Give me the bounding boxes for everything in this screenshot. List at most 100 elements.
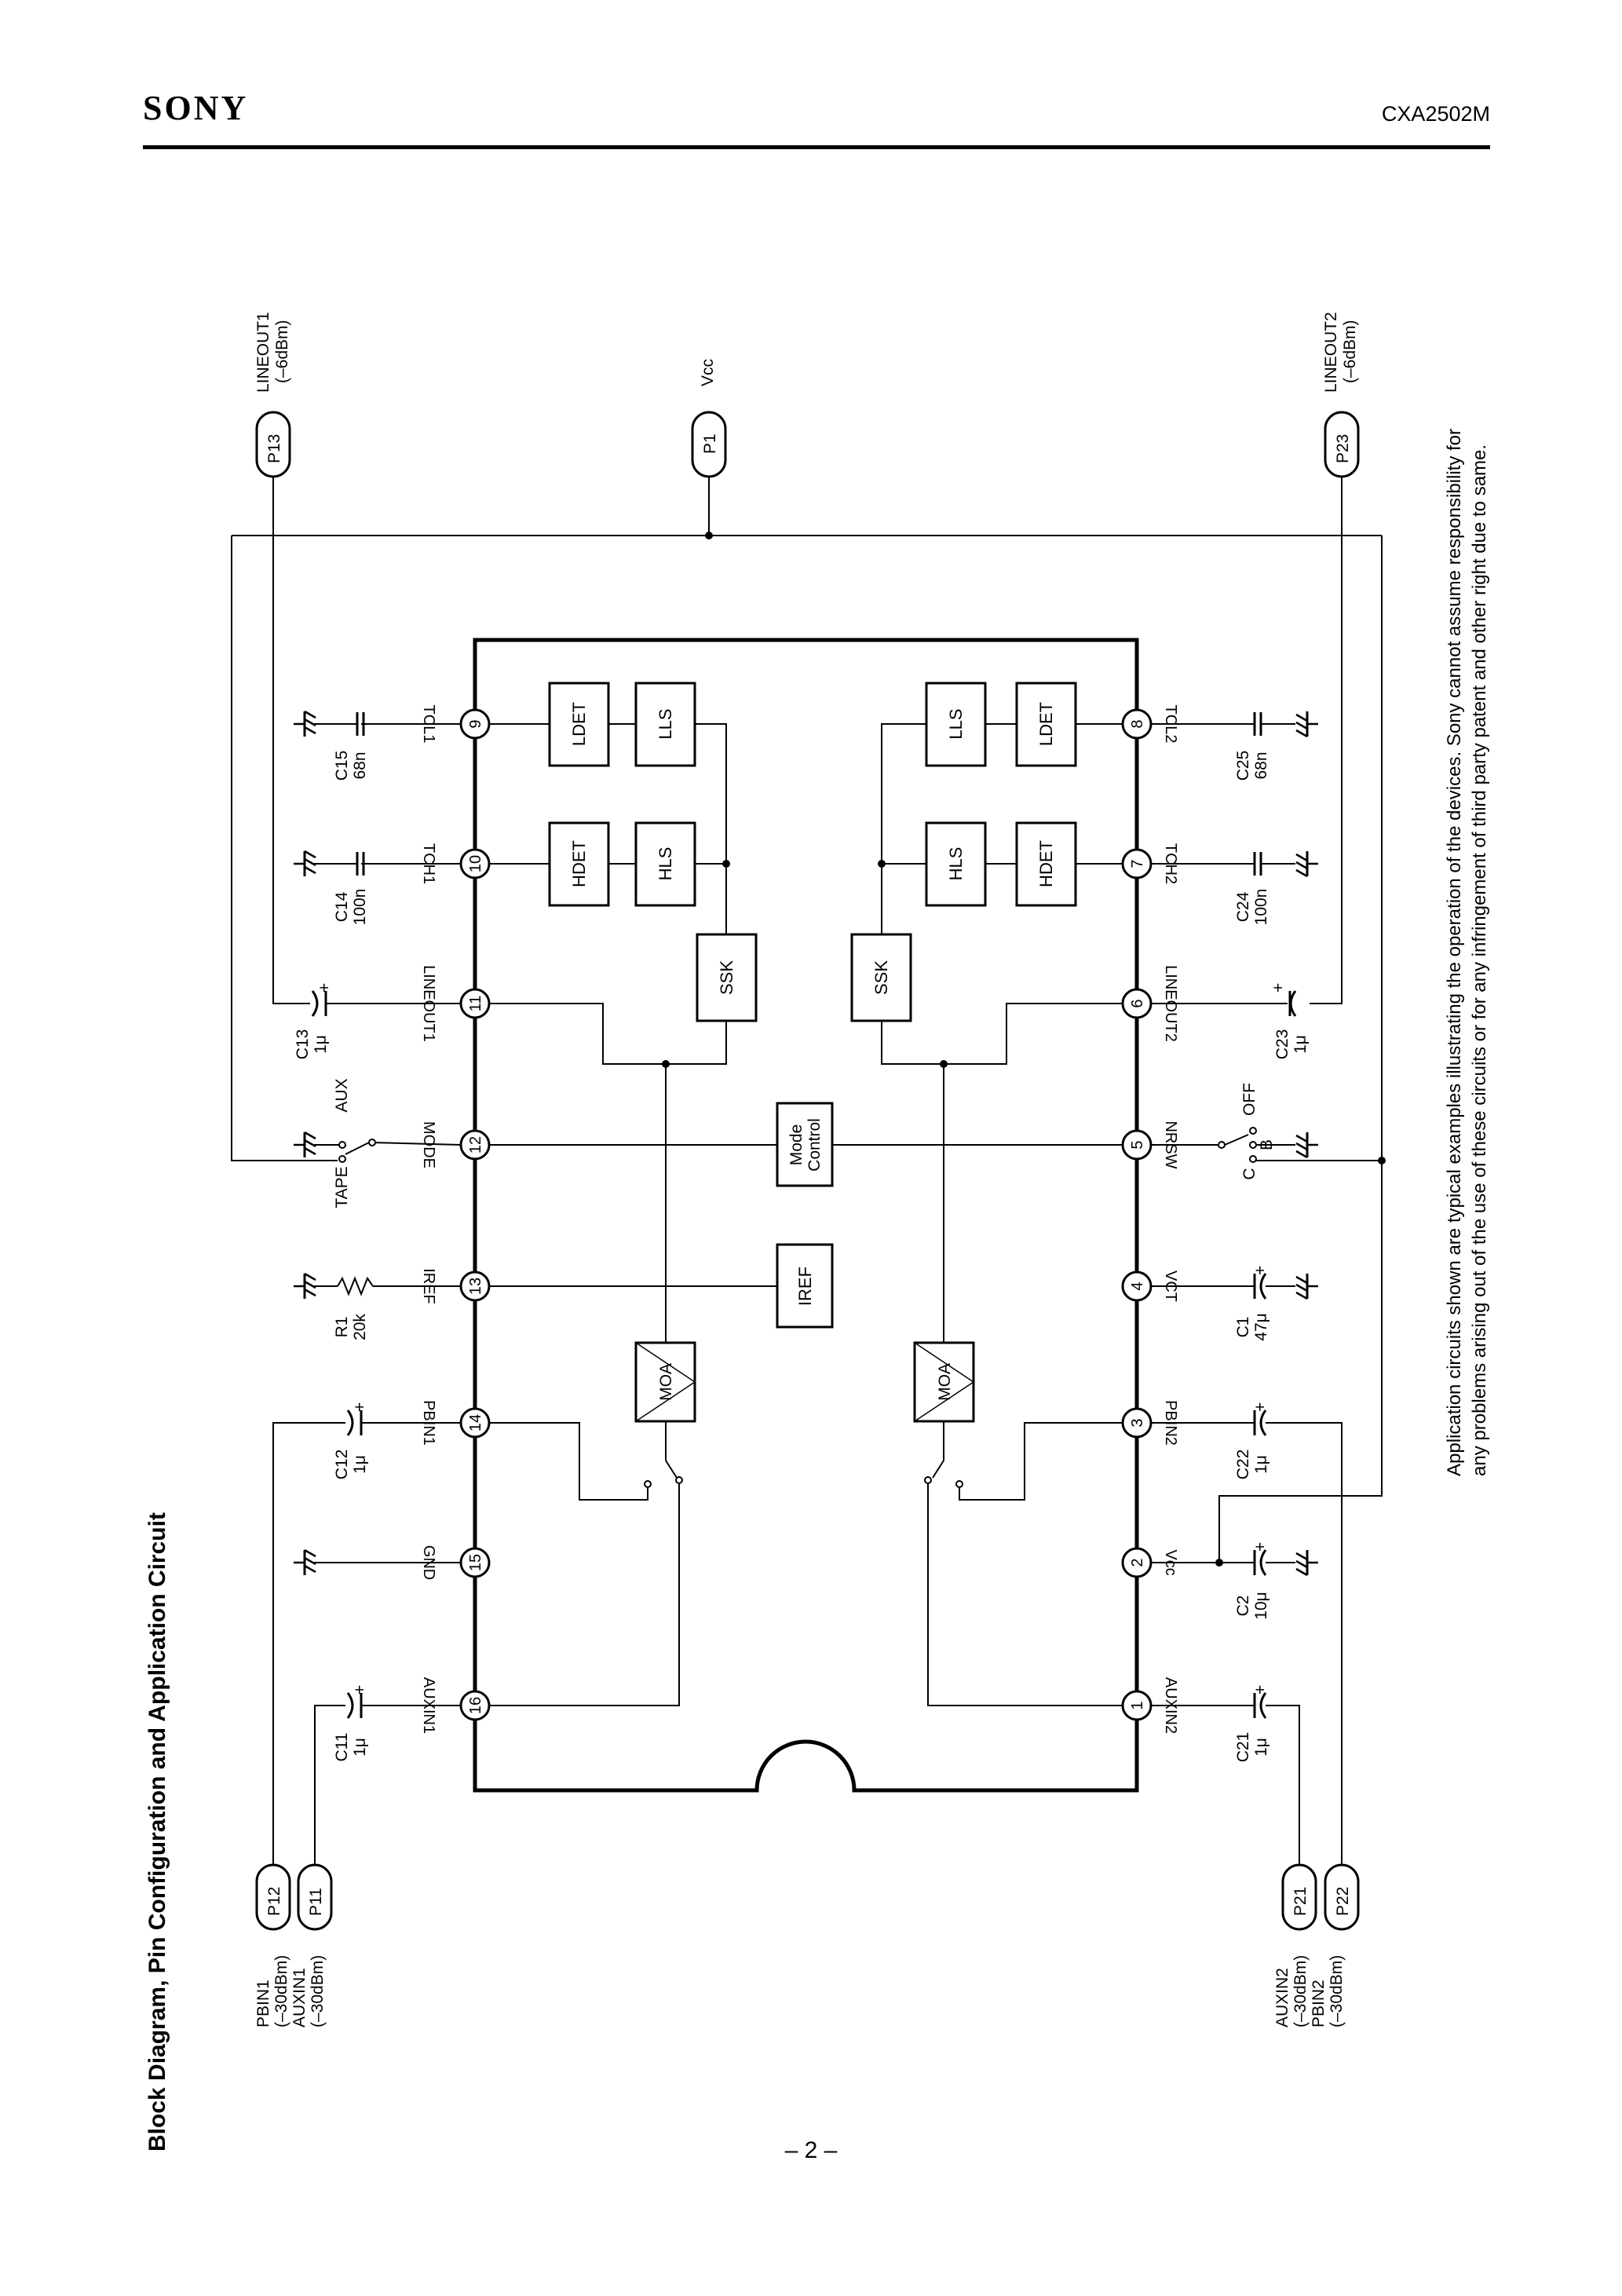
ic-package bbox=[473, 638, 1139, 1793]
label-auxin2: AUXIN2 bbox=[1273, 1968, 1291, 2027]
svg-text:P23: P23 bbox=[1334, 434, 1352, 463]
component-labels-right: C25 68n C24 100n C23 1μ C1 47μ C22 1μ C2… bbox=[1234, 751, 1310, 1763]
svg-text:Mode: Mode bbox=[787, 1124, 806, 1166]
svg-text:20k: 20k bbox=[351, 1314, 369, 1340]
svg-text:C23: C23 bbox=[1273, 1029, 1291, 1060]
svg-text:HLS: HLS bbox=[656, 847, 675, 881]
label-auxin2-level: (–30dBm) bbox=[1291, 1955, 1310, 2027]
svg-text:100n: 100n bbox=[351, 889, 369, 926]
svg-text:16: 16 bbox=[467, 1697, 484, 1714]
svg-text:C11: C11 bbox=[333, 1733, 351, 1762]
switch-moa-1 bbox=[644, 1460, 683, 1488]
label-auxin1-level: (–30dBm) bbox=[309, 1955, 327, 2027]
block-lls-1: LLS bbox=[634, 682, 696, 767]
svg-text:AUXIN1: AUXIN1 bbox=[420, 1677, 437, 1734]
svg-text:LDET: LDET bbox=[569, 702, 589, 746]
svg-text:9: 9 bbox=[467, 719, 484, 728]
svg-text:MODE: MODE bbox=[420, 1121, 437, 1168]
pin-11: 11 bbox=[459, 988, 491, 1019]
svg-text:C25: C25 bbox=[1234, 751, 1252, 781]
svg-text:11: 11 bbox=[467, 996, 484, 1012]
svg-text:4: 4 bbox=[1129, 1281, 1146, 1290]
pin-5: 5 bbox=[1121, 1129, 1153, 1161]
svg-text:1: 1 bbox=[1129, 1701, 1146, 1709]
svg-text:IREF: IREF bbox=[795, 1267, 815, 1306]
svg-text:TCH1: TCH1 bbox=[420, 843, 437, 884]
port-p13: P13 bbox=[255, 411, 291, 478]
svg-text:TCH2: TCH2 bbox=[1162, 843, 1179, 884]
block-ldet-1: LDET bbox=[548, 682, 610, 767]
svg-text:P22: P22 bbox=[1334, 1887, 1352, 1916]
svg-text:C13: C13 bbox=[294, 1029, 312, 1060]
pin-15: 15 bbox=[459, 1547, 491, 1578]
svg-text:P12: P12 bbox=[265, 1887, 283, 1916]
sony-logo: SONY bbox=[143, 89, 249, 127]
label-pbin2-level: (–30dBm) bbox=[1328, 1955, 1346, 2027]
block-hdet-2: HDET bbox=[1015, 821, 1077, 907]
block-moa-1: MOA bbox=[634, 1341, 696, 1423]
wires bbox=[231, 477, 1383, 1865]
svg-text:47μ: 47μ bbox=[1252, 1313, 1270, 1340]
pin-1: 1 bbox=[1121, 1690, 1153, 1721]
ground-icons-right bbox=[1295, 710, 1320, 1577]
svg-text:VCT: VCT bbox=[1162, 1270, 1179, 1302]
svg-text:IREF: IREF bbox=[420, 1268, 437, 1304]
pin-13: 13 bbox=[459, 1270, 491, 1302]
port-p1: P1 bbox=[691, 411, 727, 478]
pin-16: 16 bbox=[459, 1690, 491, 1721]
svg-text:P21: P21 bbox=[1291, 1887, 1310, 1916]
block-iref: IREF bbox=[776, 1243, 834, 1329]
svg-text:PBIN1: PBIN1 bbox=[420, 1400, 437, 1446]
svg-text:HDET: HDET bbox=[1036, 840, 1056, 887]
svg-text:SSK: SSK bbox=[871, 960, 891, 995]
pins-left: 9 10 11 12 13 14 15 16 bbox=[459, 708, 491, 1721]
svg-text:Vcc: Vcc bbox=[1162, 1549, 1179, 1575]
svg-text:6: 6 bbox=[1129, 999, 1146, 1007]
svg-text:C14: C14 bbox=[333, 891, 351, 922]
svg-text:15: 15 bbox=[467, 1554, 484, 1571]
label-auxin1: AUXIN1 bbox=[290, 1968, 309, 2027]
svg-text:AUX: AUX bbox=[333, 1078, 351, 1112]
svg-text:B: B bbox=[1258, 1139, 1276, 1150]
svg-text:+: + bbox=[1251, 1685, 1269, 1695]
svg-text:C21: C21 bbox=[1234, 1732, 1252, 1763]
block-mode-control: Mode Control bbox=[776, 1102, 834, 1187]
label-pbin2: PBIN2 bbox=[1310, 1980, 1328, 2027]
pin-4: 4 bbox=[1121, 1270, 1153, 1302]
svg-text:HLS: HLS bbox=[946, 847, 966, 881]
block-moa-2: MOA bbox=[913, 1341, 975, 1423]
svg-text:+: + bbox=[351, 1402, 369, 1412]
svg-text:12: 12 bbox=[467, 1136, 484, 1153]
pin-names-left: TCL1 TCH1 LINEOUT1 MODE IREF PBIN1 GND A… bbox=[420, 705, 437, 1735]
svg-text:C22: C22 bbox=[1234, 1450, 1252, 1480]
label-lineout1: LINEOUT1 bbox=[254, 312, 272, 393]
mode-switch bbox=[314, 1139, 462, 1163]
svg-text:1μ: 1μ bbox=[1252, 1738, 1270, 1757]
svg-text:PBIN2: PBIN2 bbox=[1162, 1400, 1179, 1446]
svg-text:C15: C15 bbox=[333, 751, 351, 781]
svg-text:+: + bbox=[1251, 1266, 1269, 1275]
svg-text:C: C bbox=[1240, 1168, 1259, 1179]
pin-10: 10 bbox=[459, 848, 491, 879]
port-p11: P11 bbox=[297, 1863, 333, 1931]
svg-text:AUXIN2: AUXIN2 bbox=[1162, 1677, 1179, 1734]
svg-text:1μ: 1μ bbox=[1252, 1455, 1270, 1474]
svg-text:8: 8 bbox=[1129, 719, 1146, 728]
svg-text:P13: P13 bbox=[265, 434, 283, 463]
svg-text:TCL2: TCL2 bbox=[1162, 705, 1179, 744]
label-pbin1-level: (–30dBm) bbox=[272, 1955, 290, 2027]
svg-text:C24: C24 bbox=[1234, 891, 1252, 922]
pin-names-right: TCL2 TCH2 LINEOUT2 NRSW VCT PBIN2 Vcc AU… bbox=[1162, 705, 1179, 1735]
svg-text:C12: C12 bbox=[333, 1450, 351, 1480]
port-p23: P23 bbox=[1324, 411, 1360, 478]
pin-3: 3 bbox=[1121, 1407, 1153, 1439]
pin-6: 6 bbox=[1121, 988, 1153, 1019]
disclaimer-line-2: any problems arising out of the use of t… bbox=[1469, 444, 1490, 1476]
svg-text:Control: Control bbox=[806, 1118, 824, 1172]
svg-text:1μ: 1μ bbox=[351, 1455, 369, 1474]
svg-text:LDET: LDET bbox=[1036, 702, 1056, 746]
pin-2: 2 bbox=[1121, 1547, 1153, 1578]
block-ldet-2: LDET bbox=[1015, 682, 1077, 767]
junctions bbox=[662, 532, 1386, 1567]
svg-text:MOA: MOA bbox=[657, 1363, 675, 1401]
